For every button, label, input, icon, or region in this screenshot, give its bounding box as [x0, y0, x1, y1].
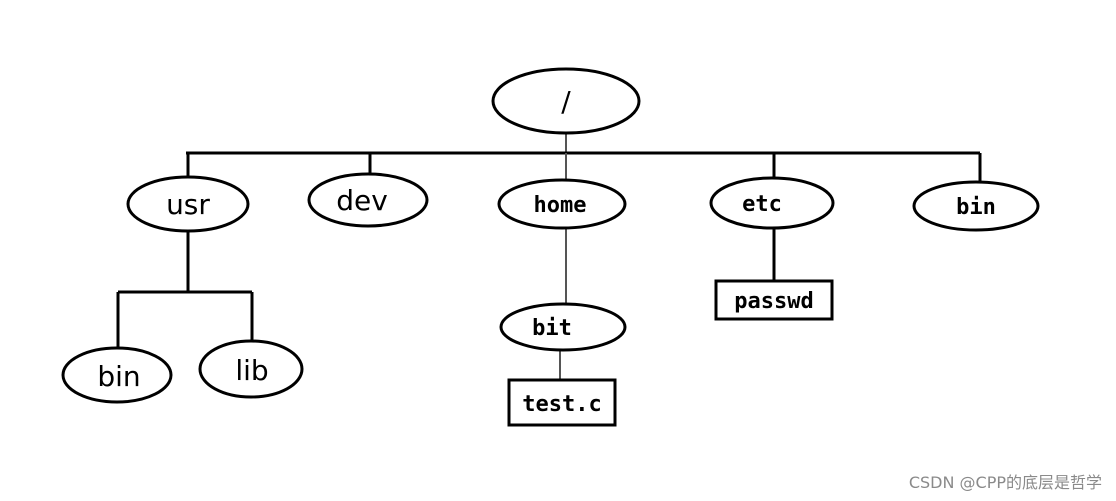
node-label-usr: usr — [166, 188, 210, 221]
watermark-text: CSDN @CPP的底层是哲学 — [908, 473, 1102, 492]
node-etc-passwd: passwd — [714, 279, 834, 321]
node-label-home-bit: bit — [532, 316, 572, 341]
node-root: / — [491, 67, 641, 135]
node-etc: etc — [709, 176, 835, 230]
node-home-bit: bit — [499, 302, 627, 352]
node-dev: dev — [307, 172, 429, 228]
tree-edges — [116, 132, 982, 380]
node-label-bin-top: bin — [956, 195, 996, 220]
node-label-root: / — [561, 85, 571, 118]
node-bit-test: test.c — [507, 378, 617, 427]
node-label-bit-test: test.c — [522, 392, 601, 417]
node-label-home: home — [534, 193, 587, 218]
node-label-usr-lib: lib — [235, 354, 268, 387]
node-bin-top: bin — [912, 180, 1040, 232]
node-usr: usr — [126, 175, 250, 233]
node-usr-lib: lib — [198, 339, 304, 399]
node-label-etc: etc — [742, 192, 782, 217]
node-label-etc-passwd: passwd — [734, 289, 813, 314]
node-label-dev: dev — [336, 184, 388, 217]
node-label-usr-bin: bin — [97, 360, 140, 393]
node-usr-bin: bin — [61, 346, 173, 404]
node-home: home — [497, 178, 627, 230]
